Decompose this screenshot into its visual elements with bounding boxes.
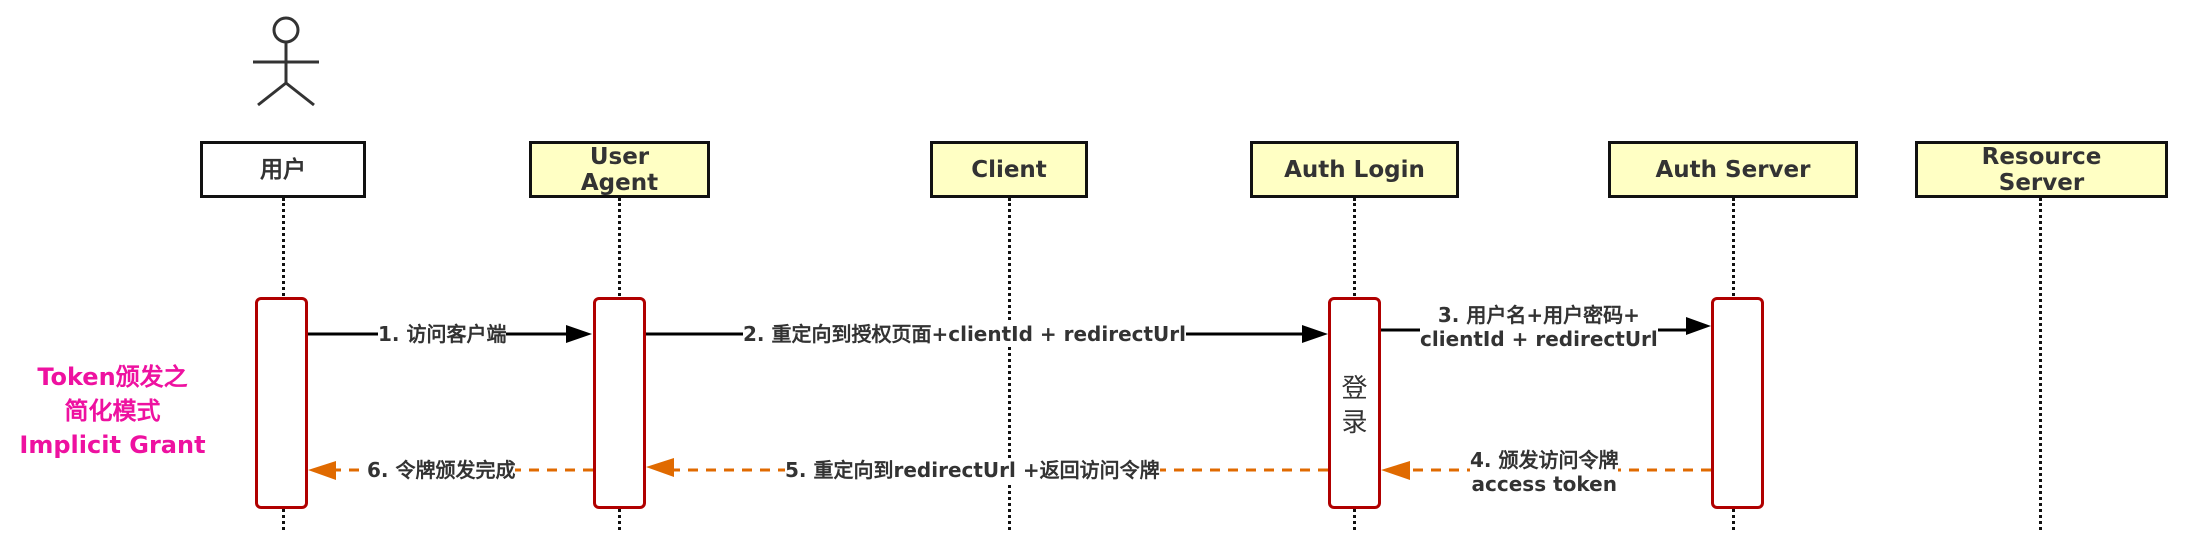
activation-auth-login: 登录 — [1328, 297, 1381, 509]
participant-auth-server: Auth Server — [1608, 141, 1858, 198]
title-line-3: Implicit Grant — [19, 431, 206, 459]
activation-user — [255, 297, 308, 509]
title-line-1: Token颁发之 — [37, 363, 188, 391]
activation-user-agent — [593, 297, 646, 509]
participant-auth-login: Auth Login — [1250, 141, 1459, 198]
message-label-3: 3. 用户名+用户密码+ clientId + redirectUrl — [1420, 303, 1658, 351]
arrow-head-2 — [1302, 325, 1328, 343]
message-label-2: 2. 重定向到授权页面+clientId + redirectUrl — [743, 322, 1187, 346]
message-label-4-line-2: access token — [1470, 472, 1619, 496]
title-line-2: 简化模式 — [64, 397, 161, 425]
lifeline-client — [1008, 198, 1011, 530]
arrow-head-5 — [646, 458, 674, 477]
message-label-3-line-2: clientId + redirectUrl — [1420, 327, 1658, 351]
arrow-head-1 — [566, 325, 592, 343]
arrow-head-3 — [1686, 317, 1711, 335]
participant-resource-server: Resource Server — [1915, 141, 2168, 198]
participant-label: Auth Login — [1284, 156, 1425, 183]
participant-label: User Agent — [580, 143, 659, 196]
participant-label: Resource Server — [1981, 143, 2102, 196]
participant-user: 用户 — [200, 141, 366, 198]
arrow-head-6 — [308, 461, 336, 480]
participant-label: Auth Server — [1655, 156, 1811, 183]
message-label-4: 4. 颁发访问令牌 access token — [1470, 448, 1619, 496]
activation-auth-server — [1711, 297, 1764, 509]
diagram-title-note: Token颁发之 简化模式 Implicit Grant — [0, 360, 225, 462]
participant-label: Client — [971, 156, 1047, 183]
arrow-head-4 — [1381, 461, 1410, 480]
message-label-6: 6. 令牌颁发完成 — [367, 458, 516, 482]
message-label-1: 1. 访问客户端 — [378, 322, 507, 346]
lifeline-resource-server — [2039, 198, 2042, 530]
participant-user-agent: User Agent — [529, 141, 710, 198]
message-label-3-line-1: 3. 用户名+用户密码+ — [1437, 303, 1640, 327]
activation-note-login: 登录 — [1341, 374, 1368, 438]
message-label-5: 5. 重定向到redirectUrl +返回访问令牌 — [785, 458, 1160, 482]
actor-icon — [253, 16, 319, 107]
participant-label: 用户 — [260, 156, 306, 183]
message-label-4-line-1: 4. 颁发访问令牌 — [1470, 448, 1619, 472]
participant-client: Client — [930, 141, 1088, 198]
